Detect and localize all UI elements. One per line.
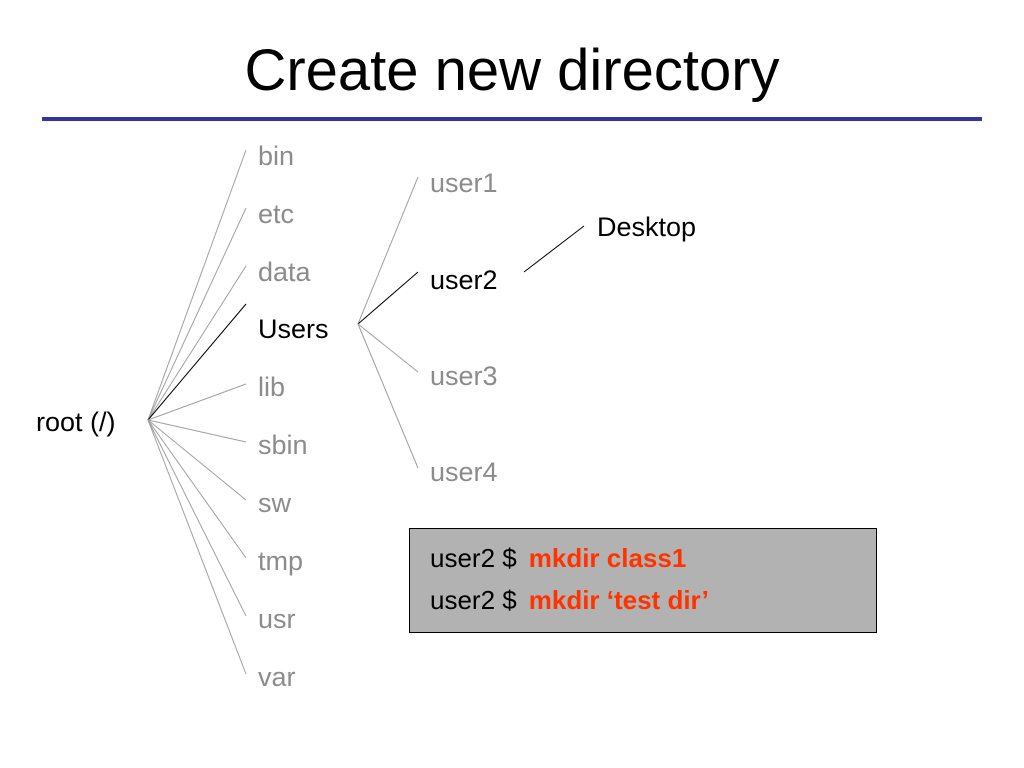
tree-node-etc: etc [258, 199, 295, 229]
edge-users-user1 [357, 176, 419, 325]
tree-node-user3: user3 [430, 361, 498, 391]
tree-node-users: Users [258, 314, 329, 344]
edge-root-sw [147, 419, 247, 501]
terminal-prompt: user2 $ [430, 543, 517, 573]
terminal-line: user2 $ mkdir class1 [430, 543, 686, 573]
tree-node-bin: bin [258, 141, 295, 171]
edge-root-lib [147, 383, 247, 421]
terminal-box: user2 $ mkdir class1 user2 $ mkdir ‘test d… [409, 528, 877, 633]
slide-title: Create new directory [244, 38, 780, 103]
edge-root-bin [147, 149, 247, 421]
terminal-command: mkdir ‘test dir’ [528, 585, 709, 615]
edge-users-user4 [357, 323, 419, 469]
edge-users-user2 [357, 271, 419, 325]
edge-root-users [147, 303, 247, 421]
edge-root-usr [147, 419, 247, 617]
edge-user2-desktop [523, 225, 585, 273]
edge-root-tmp [147, 419, 247, 559]
edge-root-etc [147, 207, 247, 421]
tree-node-tmp: tmp [258, 546, 304, 576]
tree-node-sbin: sbin [258, 430, 308, 460]
tree-node-root: root (/) [36, 407, 116, 437]
tree-node-user1: user1 [430, 168, 498, 198]
tree-node-user2: user2 [430, 265, 498, 295]
edge-root-sbin [147, 419, 247, 443]
edge-root-var [147, 419, 247, 675]
terminal-prompt: user2 $ [430, 585, 517, 615]
tree-node-usr: usr [258, 604, 296, 634]
terminal-command: mkdir class1 [528, 543, 687, 573]
tree-node-lib: lib [258, 372, 286, 402]
title-divider [42, 117, 982, 121]
edge-users-user3 [357, 323, 419, 373]
tree-node-data: data [258, 257, 311, 287]
tree-node-var: var [258, 662, 296, 692]
terminal-line: user2 $ mkdir ‘test dir’ [430, 585, 709, 615]
tree-node-user4: user4 [430, 457, 498, 487]
tree-node-desktop: Desktop [597, 212, 697, 242]
tree-node-sw: sw [258, 488, 291, 518]
edge-root-data [147, 265, 247, 421]
